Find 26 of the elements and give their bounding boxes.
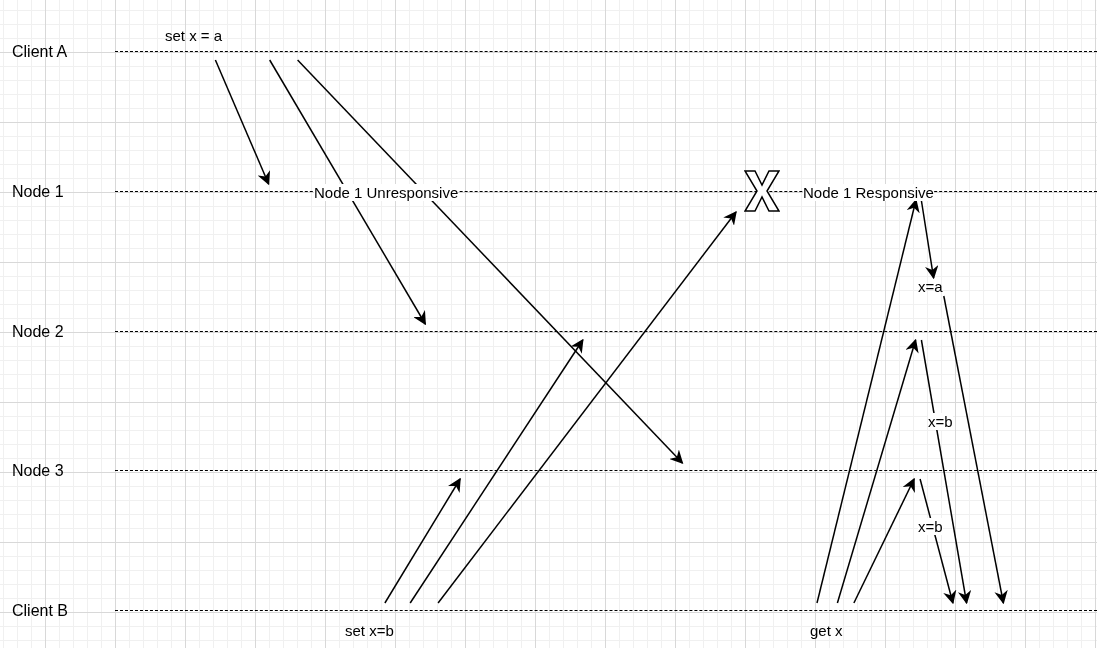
- edge-label: x=b: [928, 413, 953, 430]
- message-arrow: [296, 59, 684, 464]
- message-arrow: [853, 477, 915, 604]
- message-arrow: [943, 295, 1008, 605]
- message-arrow: [919, 478, 957, 605]
- edge-label: x=b: [918, 518, 943, 535]
- operation-label: set x=b: [345, 622, 394, 639]
- lifeline-label: Client B: [12, 602, 69, 620]
- lifeline-label: Node 2: [12, 323, 64, 341]
- status-label: Node 1 Unresponsive: [314, 184, 459, 201]
- lifeline-label: Node 3: [12, 462, 64, 480]
- message-value: x=a: [918, 278, 943, 295]
- message-arrow: [384, 477, 461, 604]
- failure-cross-icon: [744, 170, 780, 212]
- message-arrow: [409, 338, 584, 604]
- operation-label: set x = a: [165, 27, 223, 44]
- status-label: Node 1 Responsive: [803, 184, 934, 201]
- message-arrow: [214, 59, 270, 186]
- message-arrow: [920, 339, 972, 605]
- message-arrow: [268, 59, 427, 326]
- message-arrow: [920, 199, 939, 280]
- message-arrow: [836, 338, 919, 604]
- message-arrow: [437, 210, 737, 604]
- lifeline-label: Node 1: [12, 183, 64, 201]
- lifeline-label: Client A: [12, 43, 68, 61]
- operation-label: get x: [810, 622, 843, 639]
